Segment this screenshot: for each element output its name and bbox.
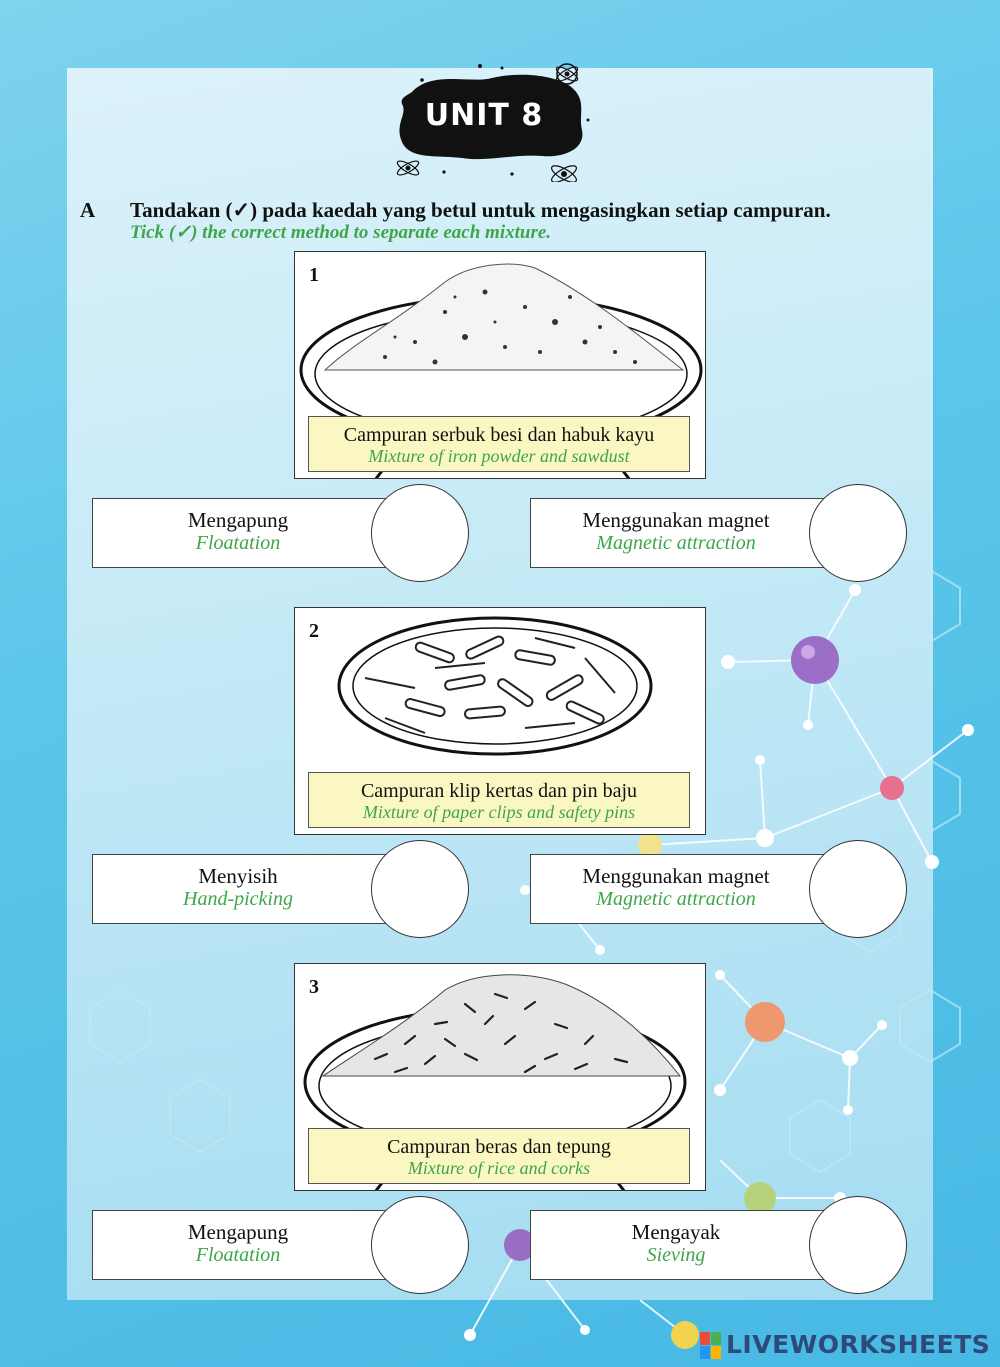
option-label-english: Floatation: [195, 532, 281, 554]
tick-circle-2b[interactable]: [809, 840, 907, 938]
liveworksheets-logo-icon: [700, 1332, 721, 1359]
option-label-malay: Mengapung: [187, 508, 289, 532]
option-label-malay: Menyisih: [198, 864, 278, 888]
mixture-caption: Campuran beras dan tepung Mixture of ric…: [308, 1128, 690, 1184]
tick-circle-1a[interactable]: [371, 484, 469, 582]
mixture-3-picture: 3 Campuran beras dan tepung Mixture of r…: [294, 963, 706, 1191]
caption-malay: Campuran klip kertas dan pin baju: [360, 780, 638, 802]
option-label-english: Sieving: [646, 1244, 706, 1266]
option-3a-box: Mengapung Floatation: [92, 1210, 392, 1280]
caption-english: Mixture of rice and corks: [407, 1158, 591, 1178]
caption-english: Mixture of iron powder and sawdust: [368, 446, 630, 466]
rice-flour-bowl-image: [303, 974, 687, 1190]
tick-circle-3b[interactable]: [809, 1196, 907, 1294]
instruction-malay: Tandakan (✓) pada kaedah yang betul untu…: [130, 198, 831, 222]
option-label-english: Magnetic attraction: [596, 532, 756, 554]
unit-title: UNIT 8: [424, 98, 544, 133]
mixture-caption: Campuran serbuk besi dan habuk kayu Mixt…: [308, 416, 690, 472]
tick-circle-2a[interactable]: [371, 840, 469, 938]
caption-malay: Campuran beras dan tepung: [387, 1136, 611, 1158]
unit-title-badge: UNIT 8: [392, 62, 592, 183]
caption-malay: Campuran serbuk besi dan habuk kayu: [343, 424, 655, 446]
brand-name: LIVEWORKSHEETS: [726, 1330, 991, 1359]
mixture-caption: Campuran klip kertas dan pin baju Mixtur…: [308, 772, 690, 828]
option-2b-box: Menggunakan magnet Magnetic attraction: [530, 854, 830, 924]
option-2a-box: Menyisih Hand-picking: [92, 854, 392, 924]
option-label-malay: Mengayak: [631, 1220, 721, 1244]
item-number: 1: [309, 264, 319, 286]
tick-circle-1b[interactable]: [809, 484, 907, 582]
item-number: 2: [309, 620, 319, 642]
option-3b-box: Mengayak Sieving: [530, 1210, 830, 1280]
option-label-english: Hand-picking: [183, 888, 293, 910]
clips-pins-plate-image: [337, 616, 653, 756]
tick-circle-3a[interactable]: [371, 1196, 469, 1294]
caption-english: Mixture of paper clips and safety pins: [362, 802, 636, 822]
item-number: 3: [309, 976, 319, 998]
option-label-malay: Mengapung: [187, 1220, 289, 1244]
mixture-1-picture: 1 Campuran serbuk besi dan habuk kayu Mi…: [294, 251, 706, 479]
option-label-malay: Menggunakan magnet: [582, 508, 770, 532]
mixture-2-picture: 2 Campuran klip kertas dan pin baju Mixt…: [294, 607, 706, 835]
option-label-english: Magnetic attraction: [596, 888, 756, 910]
option-1a-box: Mengapung Floatation: [92, 498, 392, 568]
option-1b-box: Menggunakan magnet Magnetic attraction: [530, 498, 830, 568]
option-label-english: Floatation: [195, 1244, 281, 1266]
option-label-malay: Menggunakan magnet: [582, 864, 770, 888]
instruction-english: Tick (✓) the correct method to separate …: [130, 222, 552, 243]
liveworksheets-brand[interactable]: LIVEWORKSHEETS: [700, 1328, 998, 1364]
question-letter: A: [80, 198, 96, 222]
